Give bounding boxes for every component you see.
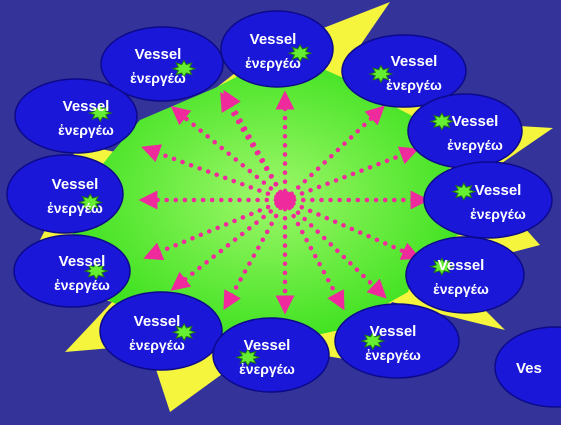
vessel-label: Vessel [475,182,522,199]
vessel-word: ἐνεργέω [245,55,301,71]
vessel-word: ἐνεργέω [58,122,114,138]
vessel-oval: Vessel ἐνεργέω [221,11,333,87]
vessel-oval-shape [424,162,552,238]
vessel-word: ἐνεργέω [54,277,110,293]
vessel-label: Vessel [134,313,181,330]
vessel-label: Vessel [370,323,417,340]
vessel-label: Vessel [452,113,499,130]
vessel-oval-shape [7,155,123,233]
vessel-word: ἐνεργέω [239,361,295,377]
vessel-oval-shape [406,237,524,313]
vessel-oval-shape [15,79,137,153]
vessel-oval: Vessel ἐνεργέω [15,79,137,153]
vessel-oval-shape [335,304,459,378]
vessel-label: Vessel [438,257,485,274]
vessel-word: ἐνεργέω [47,200,103,216]
vessel-oval: Vessel ἐνεργέω [406,237,524,313]
vessel-label: Vessel [244,337,291,354]
vessel-label: Vessel [63,98,110,115]
vessel-label: Vessel [135,46,182,63]
vessel-label: Vessel [52,176,99,193]
burst-badge-icon [453,183,475,200]
vessel-label: Vessel [391,53,438,70]
offstage-vessel: Ves [495,327,561,407]
vessel-oval-shape [408,94,522,168]
vessel-word: ἐνεργέω [433,281,489,297]
vessel-label: Vessel [59,253,106,270]
vessel-oval: Vessel ἐνεργέω [14,235,130,307]
vessel-word: ἐνεργέω [470,206,526,222]
vessel-word: ἐνεργέω [386,77,442,93]
vessel-oval-shape [213,318,329,392]
vessel-label: Vessel [250,31,297,48]
vessel-oval: Vessel ἐνεργέω [335,304,459,378]
vessel-word: ἐνεργέω [447,137,503,153]
vessel-oval: Vessel ἐνεργέω [408,94,522,168]
vessel-oval-shape [14,235,130,307]
vessel-oval: Vessel ἐνεργέω [213,318,329,392]
vessel-word: ἐνεργέω [130,70,186,86]
burst-badge-icon [431,113,453,130]
vessel-word: ἐνεργέω [129,337,185,353]
vessel-oval: Vessel ἐνεργέω [7,155,123,233]
vessel-oval-shape [221,11,333,87]
offstage-vessel-label: Ves [516,360,542,377]
vessel-oval-shape [100,292,222,370]
vessel-word: ἐνεργέω [365,347,421,363]
vessel-oval: Vessel ἐνεργέω [424,162,552,238]
vessel-oval: Vessel ἐνεργέω [100,292,222,370]
arrow-hub [276,191,294,209]
